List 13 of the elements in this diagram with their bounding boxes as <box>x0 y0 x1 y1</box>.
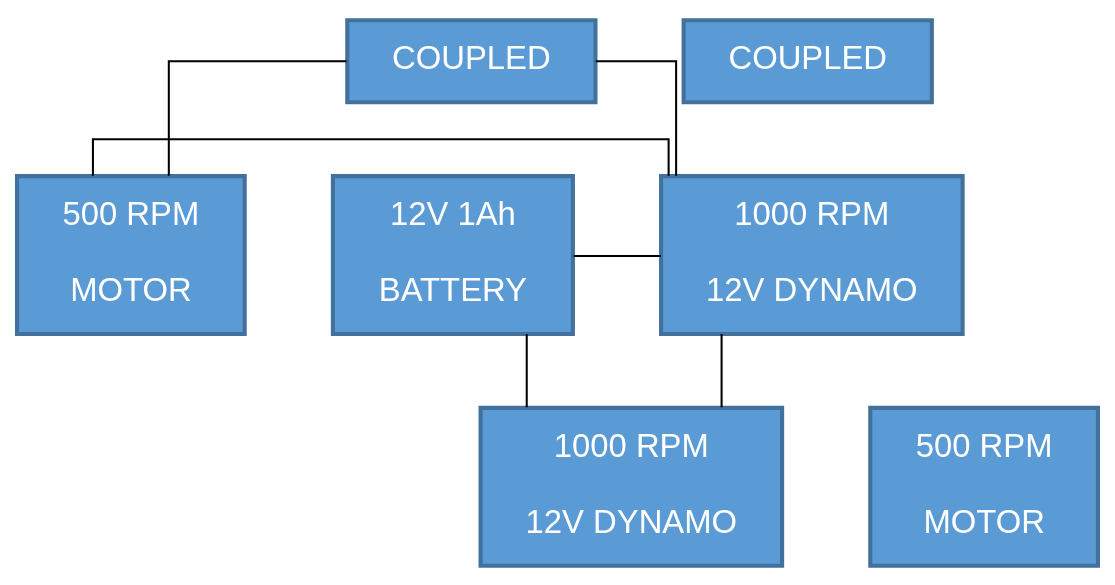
node-box: 1000 RPM 12V DYNAMO <box>659 173 965 336</box>
connector <box>167 59 347 176</box>
connector <box>525 333 528 407</box>
connector <box>91 137 670 176</box>
node-box: 1000 RPM 12V DYNAMO <box>478 405 785 568</box>
node-box: COUPLED <box>681 17 934 104</box>
connector <box>573 254 662 257</box>
node-box: 500 RPM MOTOR <box>15 173 247 336</box>
connector <box>720 333 723 407</box>
connector <box>595 59 678 176</box>
node-box: COUPLED <box>345 17 598 104</box>
node-box: 12V 1Ah BATTERY <box>330 173 575 336</box>
node-box: 500 RPM MOTOR <box>868 405 1100 568</box>
